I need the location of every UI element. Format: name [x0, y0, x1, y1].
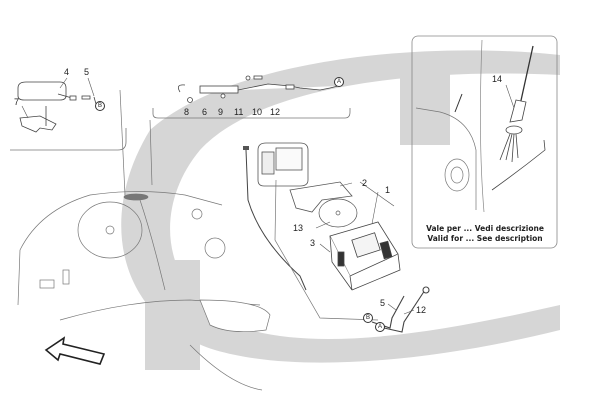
connector-ref-b-bottom: B: [363, 313, 373, 323]
leader-lines: [21, 77, 515, 315]
group-bracket-center: [152, 108, 351, 119]
part-6-amplifier: [177, 75, 339, 103]
part-3-connector: [243, 146, 249, 150]
watermark-block: [145, 260, 200, 370]
callout-14: 14: [492, 74, 503, 84]
callout-9: 9: [218, 107, 224, 117]
display-unit: [257, 142, 309, 187]
part-13-disc: [318, 198, 358, 228]
callout-3: 3: [310, 238, 316, 248]
watermark-logo: [121, 50, 560, 370]
connector-ref-b-top: B: [95, 101, 105, 111]
direction-arrow-icon: [44, 336, 106, 365]
watermark-block-inset: [400, 60, 450, 145]
dashboard-drawing: [17, 89, 379, 391]
inset-note-italian: Vale per ... Vedi descrizione: [426, 224, 544, 233]
callout-6: 6: [202, 107, 208, 117]
part-4-module: [17, 81, 97, 105]
callout-1: 1: [385, 185, 391, 195]
inset-note: Vale per ... Vedi descrizione Valid for …: [420, 224, 550, 244]
connector-ref-a-bottom: A: [375, 322, 385, 332]
inset-frame: [411, 35, 558, 249]
callout-11: 11: [234, 107, 244, 117]
part-7-bracket: [19, 106, 57, 133]
callout-13: 13: [293, 223, 304, 233]
callout-5-bottom: 5: [380, 298, 386, 308]
inset-car-drawing: [415, 93, 477, 210]
part-14-antenna: [491, 45, 546, 191]
inset-divider: [480, 39, 485, 213]
part-3-cable: [245, 149, 307, 291]
group-bracket-left: [10, 128, 127, 151]
connector-ref-a-top: A: [334, 77, 344, 87]
callout-4: 4: [64, 67, 70, 77]
callout-12-bottom: 12: [416, 305, 427, 315]
callout-8: 8: [184, 107, 190, 117]
callout-7: 7: [14, 97, 20, 107]
callout-10: 10: [252, 107, 263, 117]
callout-12-top: 12: [270, 107, 281, 117]
inset-note-english: Valid for ... See description: [427, 234, 543, 243]
callout-5-top: 5: [84, 67, 90, 77]
part-1-main-unit: [329, 221, 401, 291]
callout-2: 2: [362, 178, 368, 188]
part-2-bezel: [289, 181, 353, 213]
